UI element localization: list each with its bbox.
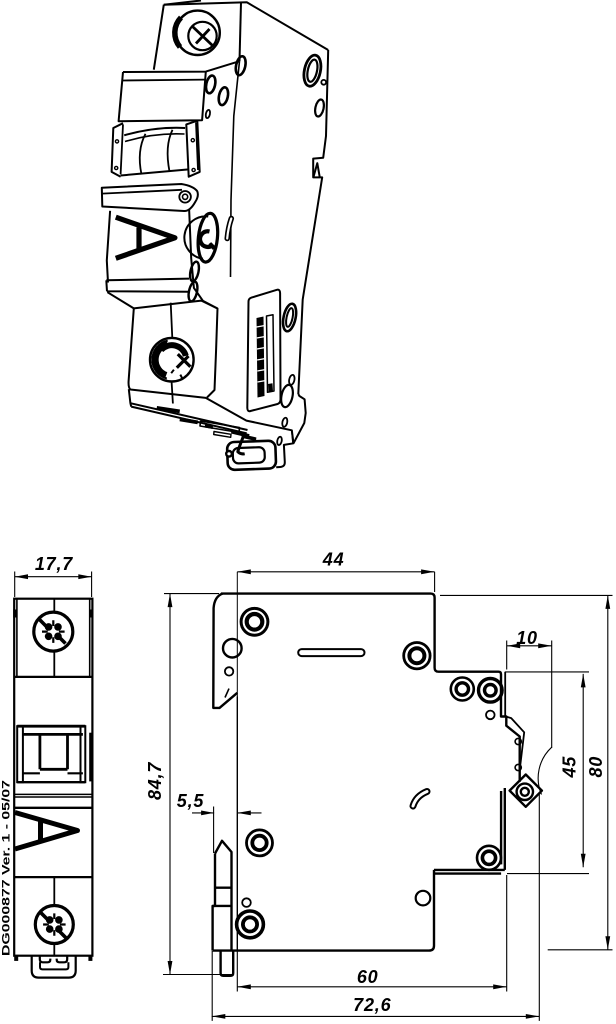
svg-text:DG000877 Ver. 1 - 05/07: DG000877 Ver. 1 - 05/07 (1, 780, 13, 956)
svg-text:72,6: 72,6 (353, 995, 391, 1015)
svg-text:44: 44 (322, 550, 345, 570)
svg-text:60: 60 (357, 967, 379, 987)
svg-text:5,5: 5,5 (177, 791, 205, 811)
svg-text:17,7: 17,7 (35, 554, 73, 574)
svg-text:80: 80 (586, 756, 606, 778)
svg-text:45: 45 (560, 756, 580, 779)
svg-text:10: 10 (516, 628, 538, 648)
svg-text:84,7: 84,7 (145, 762, 165, 800)
